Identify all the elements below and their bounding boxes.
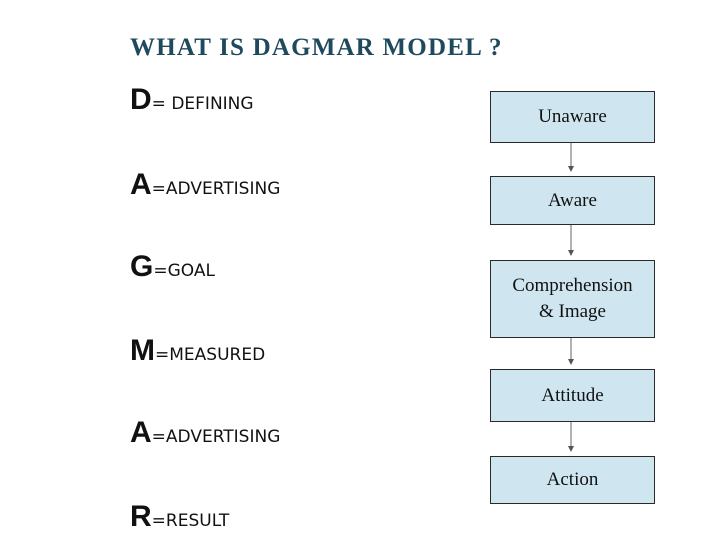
stage-label: Aware bbox=[548, 189, 597, 211]
acronym-row-d: D= DEFINING bbox=[130, 85, 254, 115]
acronym-letter: D bbox=[130, 83, 152, 116]
page-title: WHAT IS DAGMAR MODEL ? bbox=[130, 34, 503, 61]
acronym-word: = DEFINING bbox=[151, 94, 254, 114]
acronym-letter: M bbox=[130, 334, 155, 367]
acronym-letter: A bbox=[130, 168, 152, 201]
acronym-row-r: R=RESULT bbox=[130, 502, 229, 532]
stage-label: Unaware bbox=[538, 106, 607, 128]
acronym-letter: G bbox=[130, 250, 154, 283]
stage-label: Comprehension bbox=[512, 275, 633, 297]
stage-box-aware: Aware bbox=[490, 176, 655, 225]
acronym-row-a1: A=ADVERTISING bbox=[130, 170, 280, 200]
stage-label: Action bbox=[546, 469, 599, 491]
stage-box-unaware: Unaware bbox=[490, 91, 655, 143]
acronym-word: =GOAL bbox=[153, 261, 215, 281]
acronym-word: =ADVERTISING bbox=[151, 179, 281, 199]
acronym-letter: R bbox=[130, 500, 152, 533]
acronym-letter: A bbox=[130, 416, 152, 449]
stage-box-action: Action bbox=[490, 456, 655, 504]
stage-label: Attitude bbox=[541, 384, 604, 406]
acronym-row-m: M=MEASURED bbox=[130, 336, 265, 366]
stage-box-comprehension: Comprehension & Image bbox=[490, 260, 655, 338]
acronym-word: =ADVERTISING bbox=[151, 427, 281, 447]
acronym-word: =MEASURED bbox=[155, 345, 266, 365]
acronym-word: =RESULT bbox=[151, 511, 230, 531]
acronym-row-a2: A=ADVERTISING bbox=[130, 418, 280, 448]
acronym-row-g: G=GOAL bbox=[130, 252, 215, 282]
stage-label-second-line: & Image bbox=[538, 301, 606, 322]
stage-box-attitude: Attitude bbox=[490, 369, 655, 422]
